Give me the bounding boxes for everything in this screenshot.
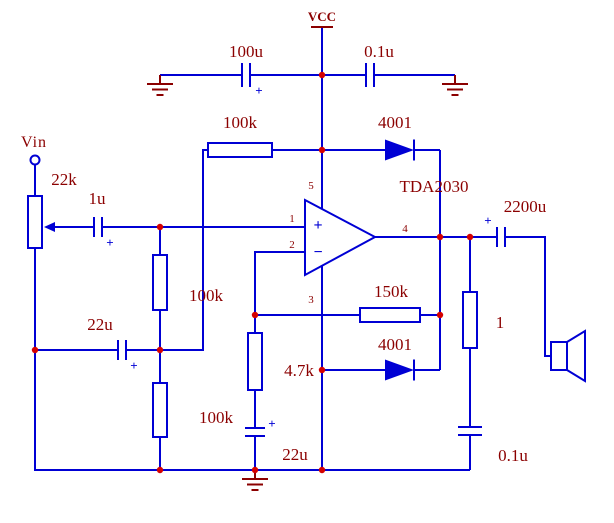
res-100k-mid-label: 100k bbox=[189, 286, 224, 305]
junction-dot bbox=[251, 311, 259, 319]
resistor-100k-mid bbox=[152, 254, 168, 311]
ic-name-label: TDA2030 bbox=[400, 177, 469, 196]
capacitor-0.1u-top bbox=[365, 63, 375, 87]
junction-dot bbox=[318, 466, 326, 474]
capacitor-22u-left bbox=[117, 340, 127, 360]
cap-1u-label: 1u bbox=[89, 189, 107, 208]
diode-top-label: 4001 bbox=[378, 113, 412, 132]
cap-22u-left-label: 22u bbox=[87, 315, 113, 334]
resistor-100k-top bbox=[207, 142, 273, 158]
opamp-minus-sign: − bbox=[313, 244, 322, 261]
capacitor-0.1u-bottom bbox=[458, 426, 482, 436]
diode-4001-bottom bbox=[385, 359, 415, 381]
capacitor-2200u bbox=[496, 227, 506, 247]
resistor-1ohm bbox=[462, 291, 478, 349]
labels: VCC 100u 0.1u 100k 4001 Vin 22k 1u TDA20… bbox=[21, 9, 547, 465]
cap-1u-polarity: + bbox=[106, 235, 113, 250]
capacitor-1u bbox=[93, 217, 103, 237]
junction-dot bbox=[466, 233, 474, 241]
res-4.7k-label: 4.7k bbox=[284, 361, 314, 380]
pot-22k-label: 22k bbox=[51, 170, 77, 189]
input-terminal bbox=[29, 154, 41, 166]
opamp-tda2030 bbox=[304, 198, 378, 277]
opamp-plus-sign: + bbox=[313, 217, 322, 234]
junction-dot bbox=[318, 366, 326, 374]
junction-dot bbox=[318, 71, 326, 79]
pin3-number: 3 bbox=[308, 294, 314, 306]
junction-dots bbox=[31, 71, 474, 474]
cap-100u-label: 100u bbox=[229, 42, 264, 61]
ground-icon bbox=[441, 74, 469, 96]
potentiometer-22k bbox=[27, 195, 55, 249]
res-100k-bot-label: 100k bbox=[199, 408, 234, 427]
vcc-label: VCC bbox=[308, 9, 336, 24]
res-1ohm-label: 1 bbox=[496, 313, 505, 332]
pin1-number: 1 bbox=[289, 213, 295, 225]
diode-bot-label: 4001 bbox=[378, 335, 412, 354]
junction-dot bbox=[156, 346, 164, 354]
pin4-number: 4 bbox=[402, 223, 408, 235]
ground-icon bbox=[146, 74, 174, 96]
cap-22u-bot-label: 22u bbox=[282, 445, 308, 464]
speaker-icon bbox=[550, 329, 586, 383]
res-100k-top-label: 100k bbox=[223, 113, 258, 132]
junction-dot bbox=[318, 146, 326, 154]
pin2-number: 2 bbox=[289, 239, 295, 251]
resistor-4.7k bbox=[247, 332, 263, 391]
resistor-150k bbox=[359, 307, 421, 323]
junction-dot bbox=[251, 466, 259, 474]
capacitor-22u-bottom bbox=[245, 427, 265, 437]
vin-label: Vin bbox=[21, 134, 47, 151]
junction-dot bbox=[436, 233, 444, 241]
junction-dot bbox=[156, 223, 164, 231]
cap-2200u-polarity: + bbox=[484, 213, 491, 228]
junction-dot bbox=[156, 466, 164, 474]
junction-dot bbox=[436, 311, 444, 319]
pin5-number: 5 bbox=[308, 180, 314, 192]
resistor-100k-bottom bbox=[152, 382, 168, 438]
cap-2200u-label: 2200u bbox=[504, 197, 547, 216]
diode-4001-top bbox=[385, 139, 415, 161]
cap-0.1u-bot-label: 0.1u bbox=[498, 446, 528, 465]
cap-100u-polarity: + bbox=[255, 83, 262, 98]
cap-0.1u-top-label: 0.1u bbox=[364, 42, 394, 61]
res-150k-label: 150k bbox=[374, 282, 409, 301]
capacitor-100u bbox=[241, 63, 251, 87]
cap-22u-left-polarity: + bbox=[130, 358, 137, 373]
junction-dot bbox=[31, 346, 39, 354]
cap-22u-bot-polarity: + bbox=[268, 416, 275, 431]
